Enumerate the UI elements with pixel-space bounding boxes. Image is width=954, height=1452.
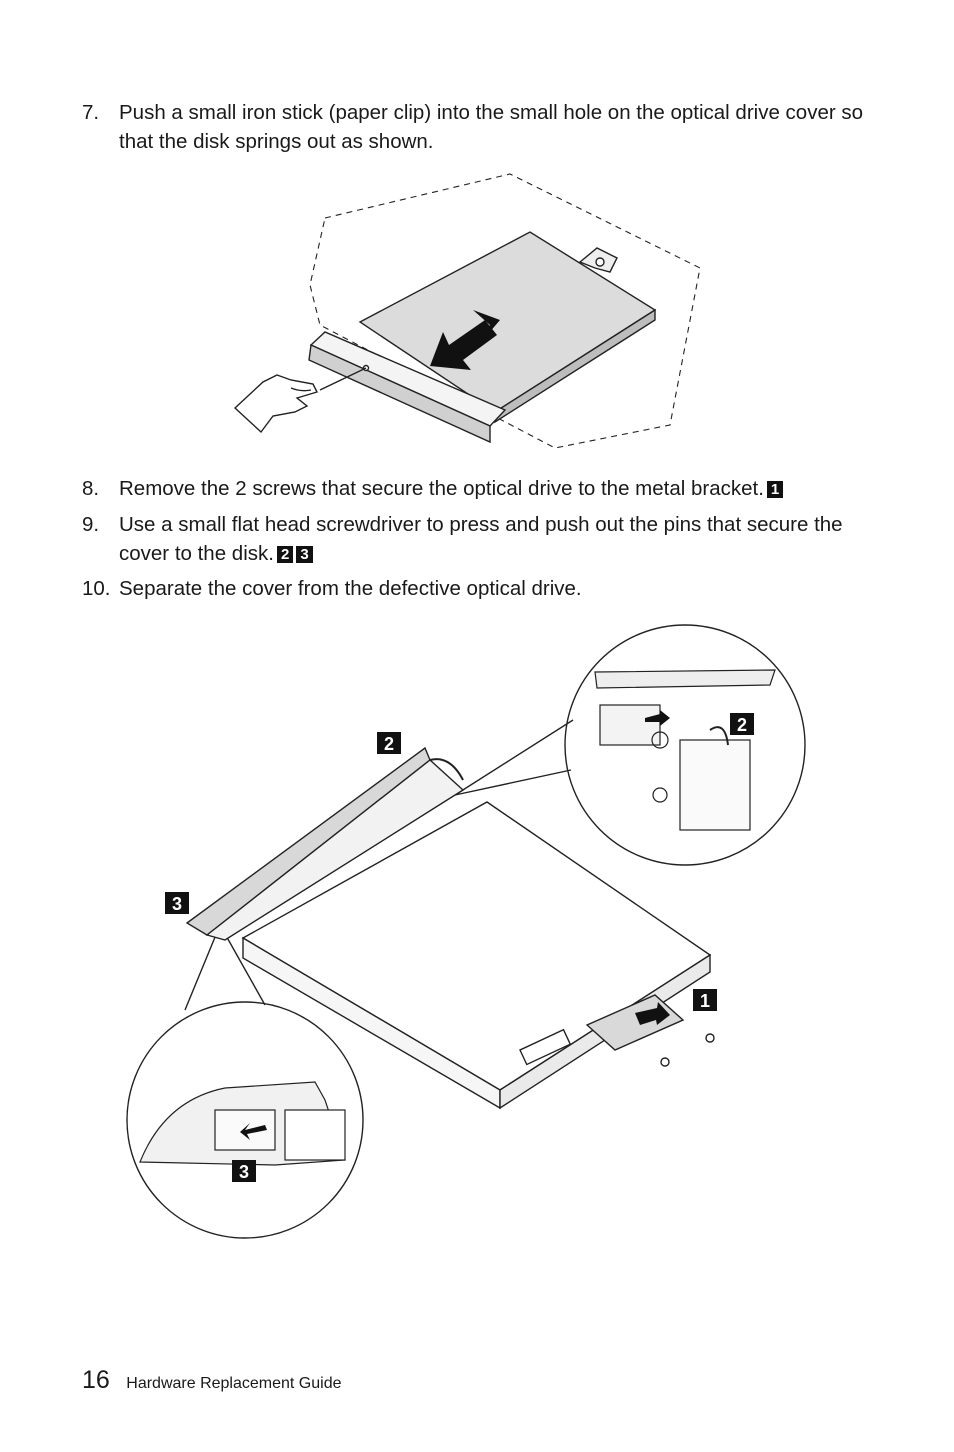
cover-removal-illustration: 2 3 1 2 3 xyxy=(125,620,825,1255)
step-number: 7. xyxy=(82,101,100,124)
step-text: Separate the cover from the defective op… xyxy=(119,577,582,600)
step-8: 8. Remove the 2 screws that secure the o… xyxy=(82,474,872,503)
page-number: 16 xyxy=(82,1366,110,1394)
step-7: 7. Push a small iron stick (paper clip) … xyxy=(82,98,872,156)
zoom-detail-bottom xyxy=(139,1081,346,1166)
badge-zoom-3: 3 xyxy=(239,1162,249,1182)
step-number: 8. xyxy=(82,477,100,500)
page-footer: 16 Hardware Replacement Guide xyxy=(82,1366,341,1395)
callout-1: 1 xyxy=(766,481,784,498)
step-10: 10. Separate the cover from the defectiv… xyxy=(82,574,872,603)
badge-3: 3 xyxy=(172,894,182,914)
badge-1: 1 xyxy=(700,991,710,1011)
step-number: 10. xyxy=(82,577,111,600)
zoom-detail-top xyxy=(594,669,776,831)
document-title: Hardware Replacement Guide xyxy=(126,1375,342,1392)
badge-2: 2 xyxy=(384,734,394,754)
eject-illustration xyxy=(225,170,715,460)
callout-2: 2 xyxy=(276,546,294,563)
step-text: Push a small iron stick (paper clip) int… xyxy=(119,101,864,153)
step-9: 9. Use a small flat head screwdriver to … xyxy=(82,510,872,568)
step-text: Remove the 2 screws that secure the opti… xyxy=(119,477,764,500)
badge-zoom-2: 2 xyxy=(737,715,747,735)
step-number: 9. xyxy=(82,513,100,536)
step-text: Use a small flat head screwdriver to pre… xyxy=(119,513,843,565)
callout-3: 3 xyxy=(296,546,313,563)
